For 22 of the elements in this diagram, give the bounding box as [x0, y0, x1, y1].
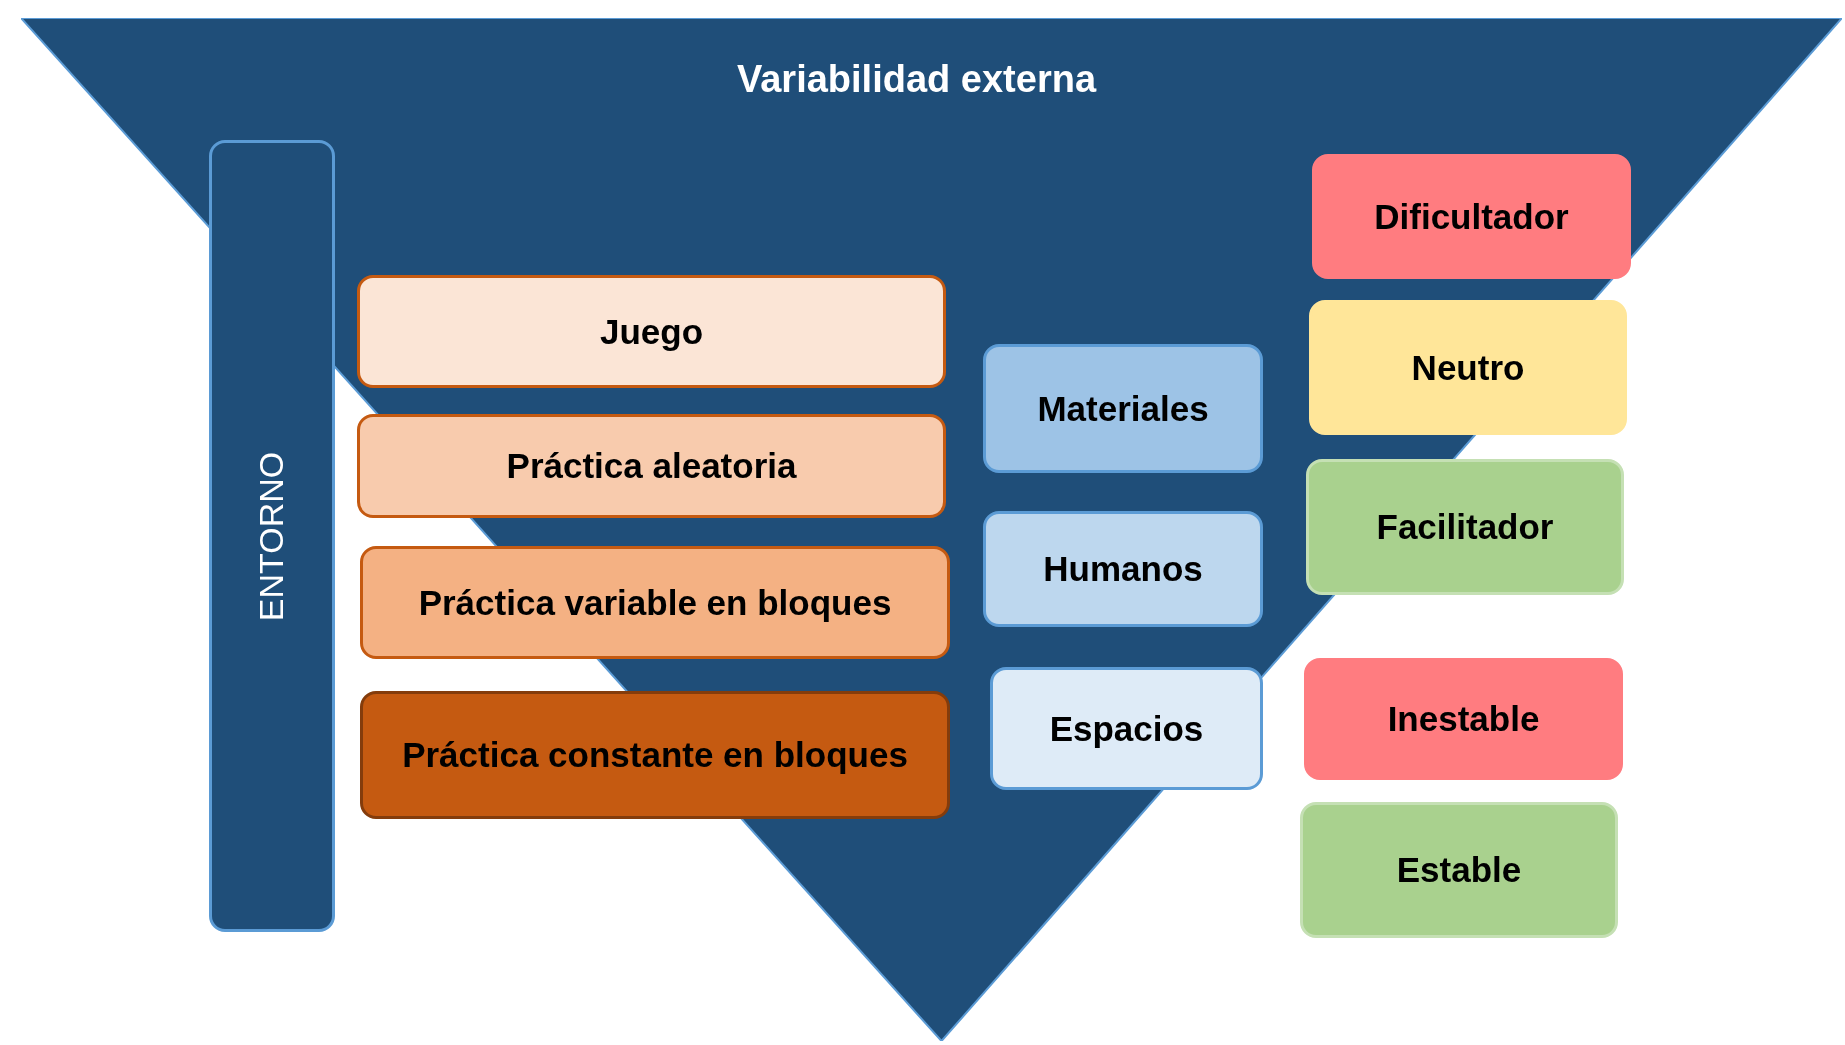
box-label: Práctica variable en bloques: [418, 582, 892, 623]
resource-box: [983, 511, 1263, 627]
status-box: [1306, 459, 1624, 595]
box-label: Estable: [1396, 850, 1522, 890]
box-label: ENTORNO: [252, 451, 292, 621]
box-label: Espacios: [1049, 708, 1204, 749]
box-label: Materiales: [1037, 388, 1209, 429]
category-box: [357, 275, 946, 388]
box-label: Neutro: [1411, 347, 1525, 388]
status-box: [1304, 658, 1623, 780]
box-label: Práctica aleatoria: [506, 446, 797, 486]
category-box: [360, 691, 950, 819]
title-text: Variabilidad externa: [736, 58, 1097, 101]
box-label: Práctica constante en bloques: [402, 735, 908, 775]
box-label: Humanos: [1043, 549, 1203, 589]
box-label: Facilitador: [1376, 507, 1554, 547]
vertical-bar: [209, 140, 335, 932]
box-label: Dificultador: [1374, 196, 1569, 237]
box-label: Inestable: [1387, 699, 1540, 739]
box-label: Juego: [599, 311, 704, 352]
status-box: [1300, 802, 1618, 938]
resource-box: [983, 344, 1263, 473]
